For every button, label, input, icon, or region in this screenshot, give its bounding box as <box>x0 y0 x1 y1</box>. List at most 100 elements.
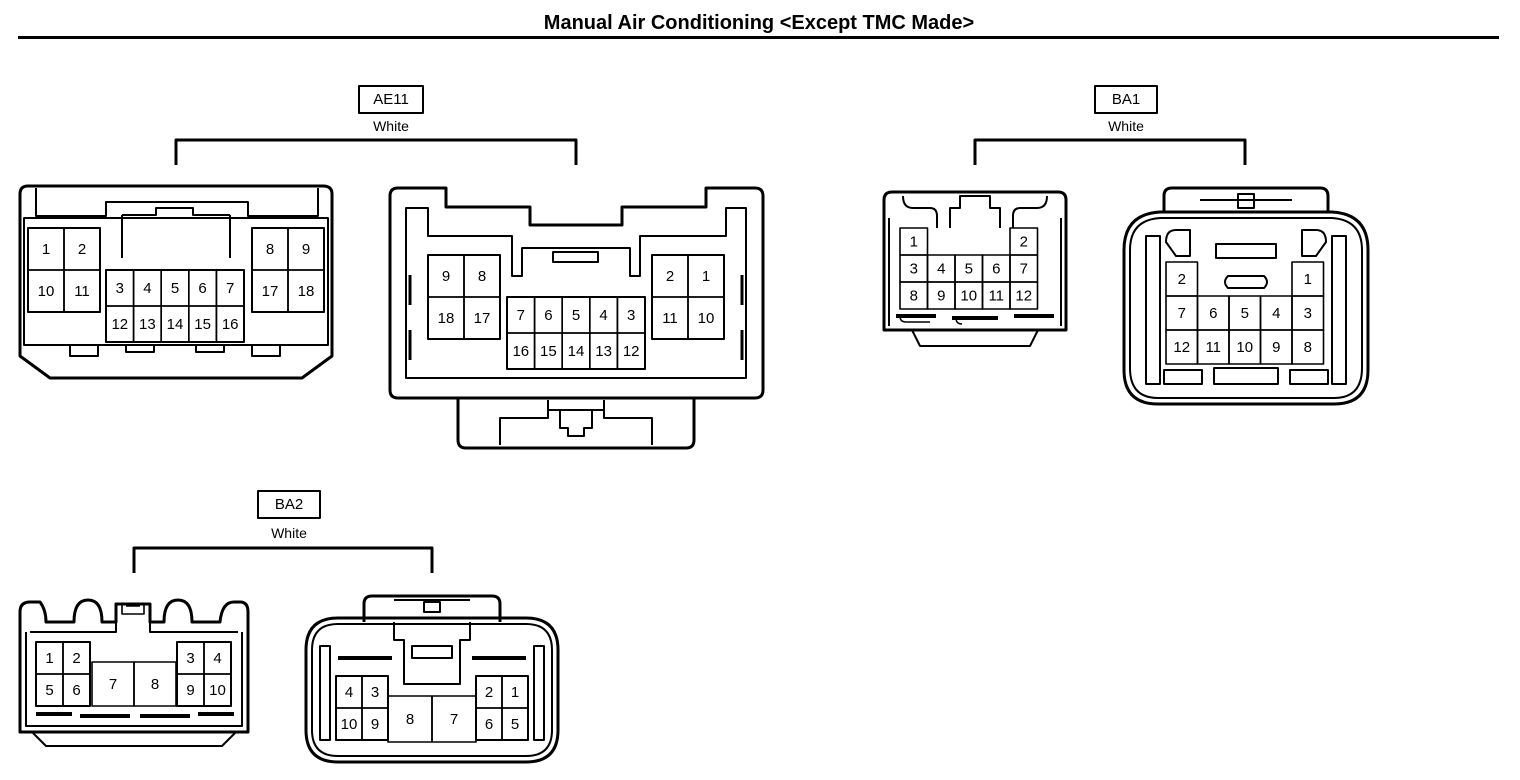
pin-label: 3 <box>1304 305 1312 322</box>
pin-label: 2 <box>78 241 86 258</box>
pin-label: 15 <box>194 316 211 333</box>
pin-label: 2 <box>666 268 674 285</box>
ae11-left-housing <box>18 184 334 380</box>
pin-label: 2 <box>485 684 493 701</box>
pin-label: 10 <box>341 716 358 733</box>
pin-cell <box>463 296 501 340</box>
pin-cell <box>133 661 177 707</box>
ba2-label: BA2 <box>275 496 303 513</box>
pin-label: 14 <box>568 343 585 360</box>
pin-label: 10 <box>38 283 55 300</box>
pin-label: 6 <box>1209 305 1217 322</box>
pin-label: 7 <box>109 676 117 693</box>
pin-label: 2 <box>72 650 80 667</box>
ba1-color: White <box>1108 118 1144 134</box>
pin-label: 9 <box>442 268 450 285</box>
pin-label: 17 <box>474 310 491 327</box>
pin-label: 10 <box>1236 339 1253 356</box>
pin-cell <box>687 296 725 340</box>
ae11-right-housing <box>388 186 765 450</box>
pin-label: 6 <box>485 716 493 733</box>
pin-label: 3 <box>116 280 124 297</box>
ba2-bracket <box>132 546 434 573</box>
pin-label: 5 <box>1241 305 1249 322</box>
pin-cell <box>287 269 325 313</box>
pin-label: 12 <box>1173 339 1190 356</box>
pin-label: 7 <box>517 307 525 324</box>
pin-label: 5 <box>572 307 580 324</box>
pin-label: 8 <box>478 268 486 285</box>
ba2-left-housing <box>18 598 250 747</box>
pin-label: 9 <box>371 716 379 733</box>
ba1-bracket <box>973 138 1247 165</box>
pin-cell <box>616 332 646 370</box>
pin-label: 4 <box>213 650 221 667</box>
ba1-left-housing <box>882 190 1068 347</box>
pin-cell <box>63 269 101 313</box>
title-underline <box>18 36 1499 39</box>
ba1-right-housing <box>1122 186 1370 406</box>
pin-label: 17 <box>262 283 279 300</box>
page-title: Manual Air Conditioning <Except TMC Made… <box>543 12 975 34</box>
pin-label: 4 <box>937 261 945 278</box>
pin-label: 12 <box>623 343 640 360</box>
pin-label: 10 <box>960 288 977 305</box>
pin-label: 18 <box>438 310 455 327</box>
pin-label: 1 <box>511 684 519 701</box>
ba2-label-box <box>257 490 321 519</box>
pin-label: 13 <box>139 316 156 333</box>
pin-label: 6 <box>198 280 206 297</box>
pin-label: 4 <box>599 307 607 324</box>
pin-label: 5 <box>171 280 179 297</box>
pin-label: 1 <box>42 241 50 258</box>
pin-label: 15 <box>540 343 557 360</box>
pin-cell <box>1009 281 1039 310</box>
pin-label: 8 <box>151 676 159 693</box>
pin-cell <box>1291 329 1325 365</box>
pin-label: 13 <box>595 343 612 360</box>
pin-label: 16 <box>222 316 239 333</box>
pin-label: 4 <box>143 280 151 297</box>
pin-cell <box>203 673 232 707</box>
pin-cell <box>501 707 529 741</box>
pin-label: 7 <box>1020 261 1028 278</box>
pin-label: 3 <box>186 650 194 667</box>
pin-label: 18 <box>298 283 315 300</box>
pin-label: 3 <box>627 307 635 324</box>
pin-label: 1 <box>702 268 710 285</box>
ae11-label: AE11 <box>373 91 409 108</box>
pin-label: 9 <box>302 241 310 258</box>
ae11-bracket <box>174 138 578 165</box>
pin-label: 14 <box>167 316 184 333</box>
pin-label: 2 <box>1020 234 1028 251</box>
pin-cell <box>215 305 245 343</box>
pin-label: 6 <box>72 682 80 699</box>
pin-label: 9 <box>1272 339 1280 356</box>
pin-label: 10 <box>209 682 226 699</box>
pin-cell <box>62 673 91 707</box>
pin-label: 12 <box>1015 288 1032 305</box>
pin-label: 9 <box>186 682 194 699</box>
pin-label: 3 <box>910 261 918 278</box>
ba2-color: White <box>271 525 307 541</box>
pin-cell <box>431 695 477 743</box>
pin-label: 9 <box>937 288 945 305</box>
pin-label: 12 <box>111 316 128 333</box>
pin-label: 5 <box>45 682 53 699</box>
pin-label: 1 <box>1304 271 1312 288</box>
pin-label: 5 <box>511 716 519 733</box>
pin-label: 4 <box>1272 305 1280 322</box>
pin-label: 5 <box>965 261 973 278</box>
pin-label: 6 <box>992 261 1000 278</box>
pin-label: 8 <box>1304 339 1312 356</box>
pin-label: 11 <box>988 288 1004 305</box>
pin-label: 8 <box>406 711 414 728</box>
ba1-label-box <box>1094 85 1158 114</box>
